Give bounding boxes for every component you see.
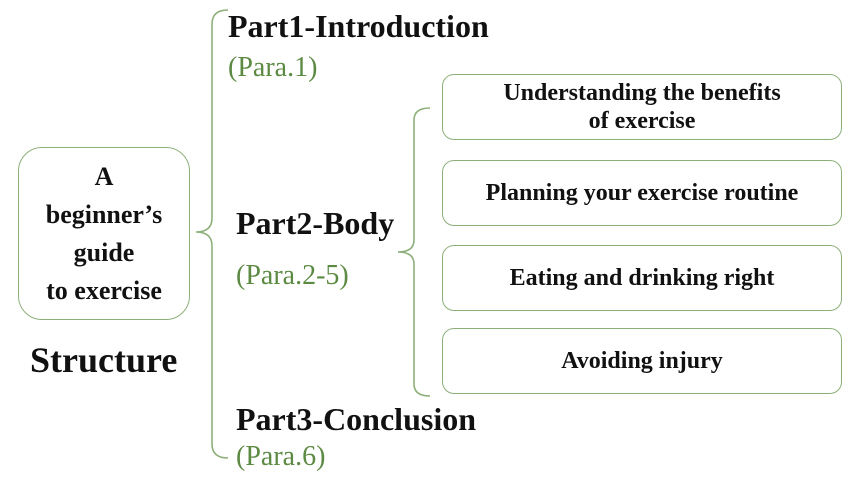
topic-line: to exercise — [46, 275, 162, 305]
part2-title: Part2-Body — [236, 205, 395, 241]
body-section-box: Eating and drinking right — [442, 245, 842, 311]
body-section-box: Planning your exercise routine — [442, 160, 842, 226]
body-bracket — [397, 107, 431, 397]
topic-box: A beginner’s guide to exercise — [18, 147, 190, 320]
part1-para: (Para.1) — [228, 52, 318, 83]
topic-line: A — [94, 161, 114, 191]
part2-para: (Para.2-5) — [236, 260, 349, 291]
body-section-box: Understanding the benefits of exercise — [442, 74, 842, 140]
structure-label: Structure — [30, 340, 178, 380]
part3-para: (Para.6) — [236, 441, 326, 472]
main-bracket — [195, 9, 229, 459]
topic-line: beginner’s — [45, 199, 163, 229]
topic-line: guide — [73, 237, 135, 267]
body-section-box: Avoiding injury — [442, 328, 842, 394]
part3-title: Part3-Conclusion — [236, 401, 476, 437]
part1-title: Part1-Introduction — [228, 8, 489, 44]
